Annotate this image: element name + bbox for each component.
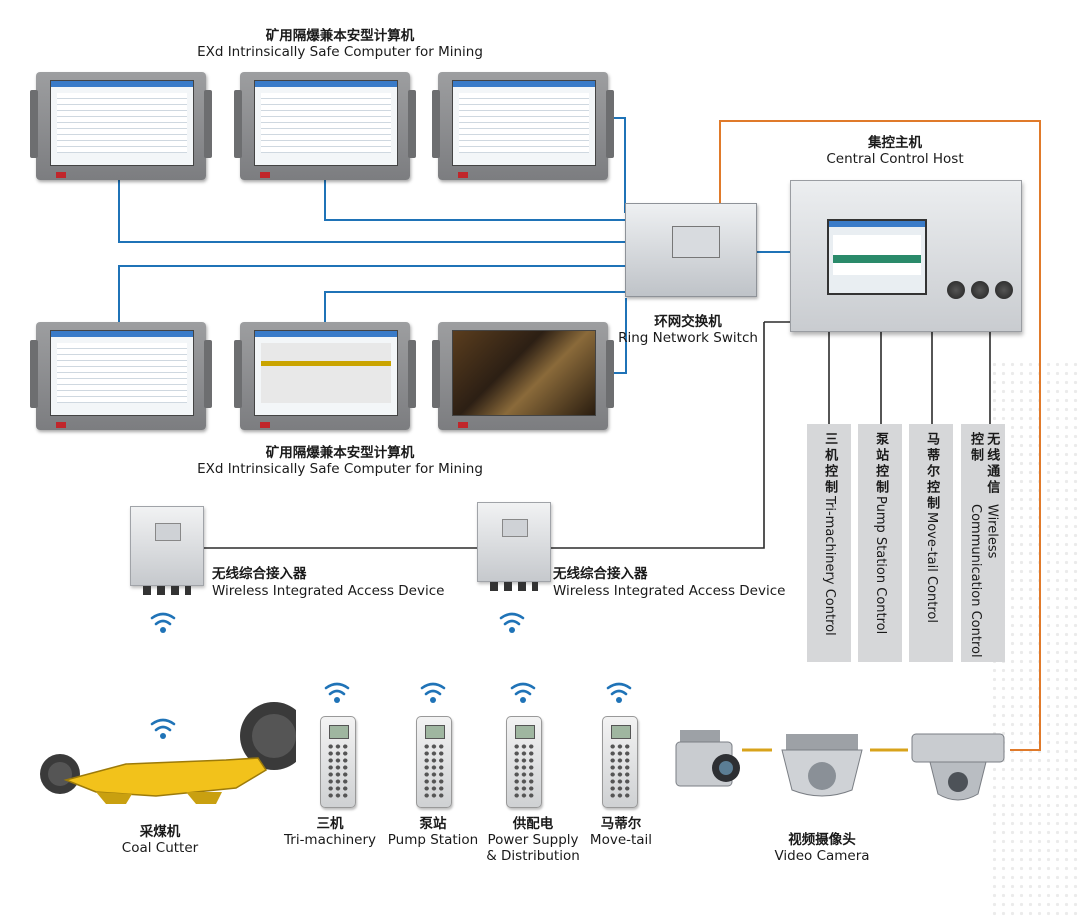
wifi-icon (420, 682, 446, 703)
video-camera-2 (781, 734, 863, 797)
control-1-en: Tri-machinery Control (822, 496, 838, 636)
remote-move-tail (602, 716, 638, 808)
access-right-zh: 无线综合接入器 (553, 566, 648, 582)
video-camera-en: Video Camera (774, 848, 870, 865)
orange-line (719, 120, 1041, 751)
computers-bottom-en: EXd Intrinsically Safe Computer for Mini… (197, 461, 483, 478)
mining-computer-top-3 (432, 72, 614, 180)
remote-4-zh: 马蒂尔 (600, 816, 642, 832)
coal-cutter-zh: 采煤机 (139, 824, 181, 840)
central-host-en: Central Control Host (826, 151, 964, 168)
dark-line-access (204, 322, 765, 549)
computers-top-en: EXd Intrinsically Safe Computer for Mini… (197, 44, 483, 61)
wifi-icon (150, 612, 176, 633)
control-2-zh: 泵站控制 (873, 432, 889, 496)
access-device-left (130, 506, 204, 595)
net-line-bottom-right (608, 298, 627, 374)
coal-cutter-en: Coal Cutter (121, 840, 199, 857)
access-device-left-label: 无线综合接入器 Wireless Integrated Access Devic… (212, 566, 444, 600)
remote-3-en2: & Distribution (486, 848, 580, 865)
mining-computer-bottom-2 (234, 322, 416, 430)
remote-3-en: Power Supply (487, 832, 579, 849)
control-3-en: Move-tail Control (924, 512, 940, 623)
computers-bottom-zh: 矿用隔爆兼本安型计算机 (265, 445, 415, 461)
dot-pattern (990, 360, 1080, 916)
host-screen (827, 219, 927, 295)
central-control-host (790, 180, 1022, 332)
mining-computer-bottom-3 (432, 322, 614, 430)
computers-bottom-label: 矿用隔爆兼本安型计算机 EXd Intrinsically Safe Compu… (140, 445, 540, 477)
mining-computer-top-2 (234, 72, 416, 180)
computers-top-label: 矿用隔爆兼本安型计算机 EXd Intrinsically Safe Compu… (140, 28, 540, 60)
control-2-en: Pump Station Control (873, 496, 889, 635)
remote-3-zh: 供配电 (512, 816, 554, 832)
remote-2-label: 泵站 Pump Station (383, 816, 483, 848)
control-1-zh: 三机控制 (822, 432, 838, 496)
access-left-zh: 无线综合接入器 (212, 566, 307, 582)
access-device-right-label: 无线综合接入器 Wireless Integrated Access Devic… (553, 566, 785, 600)
ring-switch-en: Ring Network Switch (618, 330, 758, 347)
remote-2-zh: 泵站 (419, 816, 447, 832)
video-camera-zh: 视频摄像头 (788, 832, 856, 848)
remote-4-en: Move-tail (589, 832, 653, 849)
remote-power-supply (506, 716, 542, 808)
control-4-zh: 无线通信控制 (968, 432, 1000, 496)
wifi-icon (324, 682, 350, 703)
coal-cutter-image (40, 702, 296, 804)
remote-4-label: 马蒂尔 Move-tail (578, 816, 664, 848)
net-line-top-mid (324, 180, 627, 221)
coal-cutter-label: 采煤机 Coal Cutter (100, 824, 220, 856)
remote-3-label: 供配电 Power Supply & Distribution (478, 816, 588, 865)
central-host-label: 集控主机 Central Control Host (800, 135, 990, 167)
video-camera-1 (675, 730, 740, 787)
central-host-zh: 集控主机 (868, 135, 922, 151)
mining-computer-bottom-1 (30, 322, 212, 430)
wifi-icon (499, 612, 525, 633)
access-device-right (477, 502, 551, 591)
ring-switch-label: 环网交换机 Ring Network Switch (608, 314, 768, 346)
remote-tri-machinery (320, 716, 356, 808)
access-left-en: Wireless Integrated Access Device (212, 582, 445, 599)
wifi-icon (606, 682, 632, 703)
net-line-top-left (118, 180, 627, 243)
remote-pump-station (416, 716, 452, 808)
video-camera-3 (911, 733, 1005, 801)
wifi-icon (510, 682, 536, 703)
remote-2-en: Pump Station (387, 832, 479, 849)
computers-top-zh: 矿用隔爆兼本安型计算机 (265, 28, 415, 44)
ring-switch-zh: 环网交换机 (654, 314, 722, 330)
remote-1-label: 三机 Tri-machinery (280, 816, 380, 848)
control-4-en: Wireless Communication Control (968, 503, 1000, 658)
mining-computer-top-1 (30, 72, 212, 180)
remote-1-en: Tri-machinery (284, 832, 376, 849)
control-3-zh: 马蒂尔控制 (924, 432, 940, 512)
net-line-bottom-mid (324, 291, 627, 325)
control-box-wireless-comm: 无线通信控制 Wireless Communication Control (961, 424, 1005, 662)
wifi-icon (150, 718, 176, 739)
net-line-bottom-left (118, 265, 627, 325)
remote-1-zh: 三机 (316, 816, 344, 832)
video-camera-label: 视频摄像头 Video Camera (760, 832, 884, 864)
access-right-en: Wireless Integrated Access Device (553, 582, 786, 599)
ring-network-switch (625, 203, 757, 297)
